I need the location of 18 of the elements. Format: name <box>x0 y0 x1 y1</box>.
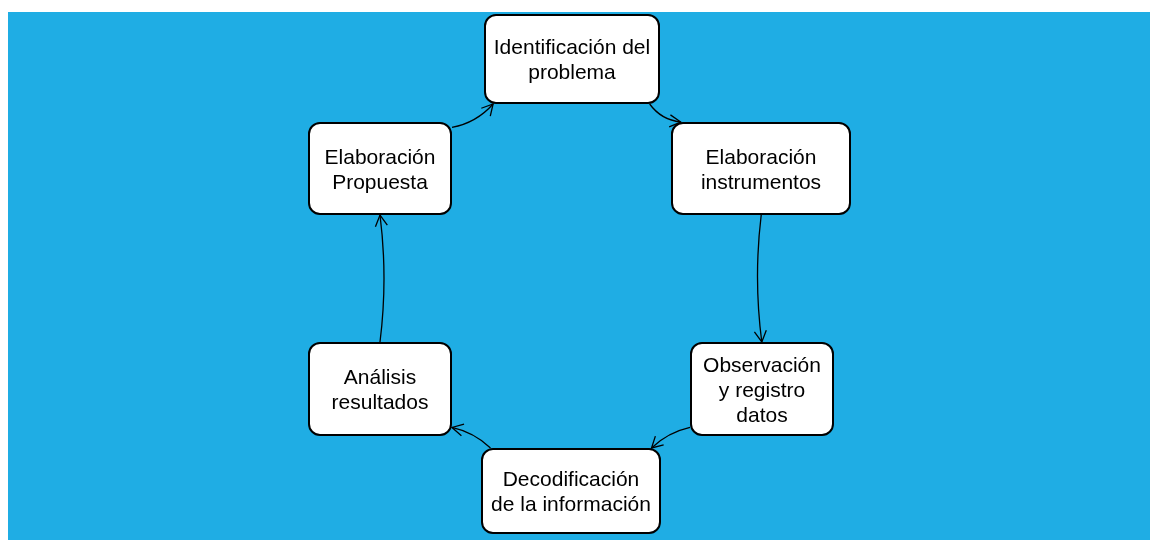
box-label: Identificación del problema <box>492 34 652 84</box>
box-label: Análisis resultados <box>330 364 430 414</box>
arrow <box>451 423 492 449</box>
arrow <box>374 214 388 343</box>
arrow <box>753 214 768 343</box>
process-box <box>308 122 452 215</box>
process-box <box>308 342 452 436</box>
process-box <box>484 14 660 104</box>
arrow <box>451 103 494 129</box>
arrow <box>650 426 691 449</box>
process-box <box>690 342 834 436</box>
box-label: Elaboración Propuesta <box>323 143 437 194</box>
arrow <box>649 103 682 128</box>
process-box <box>671 122 851 215</box>
box-label: Elaboración instrumentos <box>699 143 823 194</box>
box-label: Observación y registro datos <box>702 351 822 427</box>
box-label: Decodificación de la información <box>490 466 652 516</box>
process-box <box>481 448 661 534</box>
